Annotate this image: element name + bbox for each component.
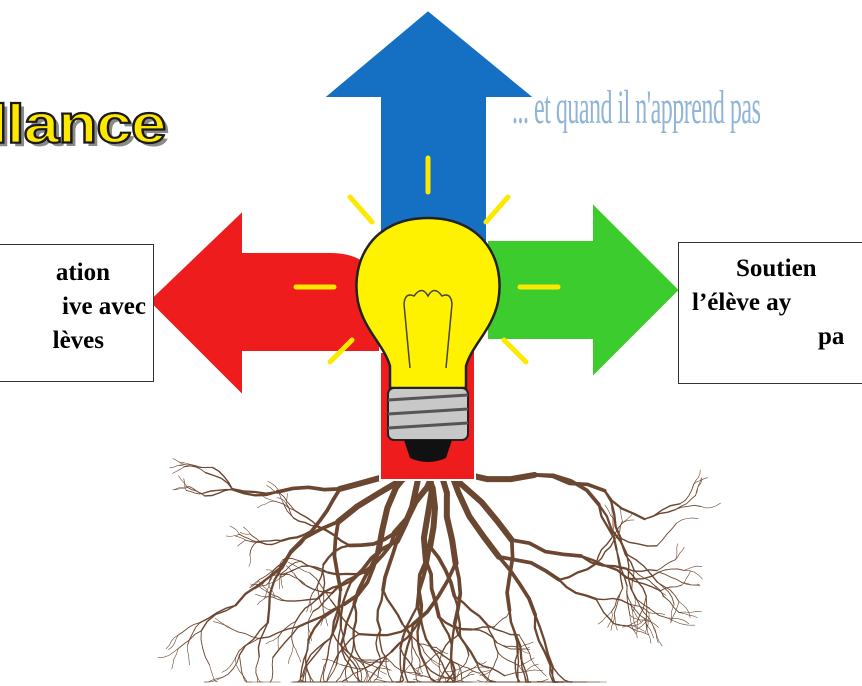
right-box-line-3: pa: [818, 323, 845, 350]
roots-illustration: [157, 458, 721, 683]
left-box-line-2: ive avec: [62, 293, 146, 320]
right-box-line-2: l’élève ay: [692, 289, 792, 316]
left-text-box: [0, 244, 154, 382]
left-title: llance: [0, 92, 168, 156]
left-box-line-3: lèves: [52, 327, 104, 354]
light-bulb-icon: [355, 216, 501, 462]
right-text-box: [678, 242, 862, 384]
right-box-line-1: Soutien: [736, 255, 817, 282]
light-rays: [293, 155, 561, 365]
right-title: ... et quand il n'apprend pas: [512, 81, 761, 134]
left-box-line-1: ation: [55, 259, 110, 286]
